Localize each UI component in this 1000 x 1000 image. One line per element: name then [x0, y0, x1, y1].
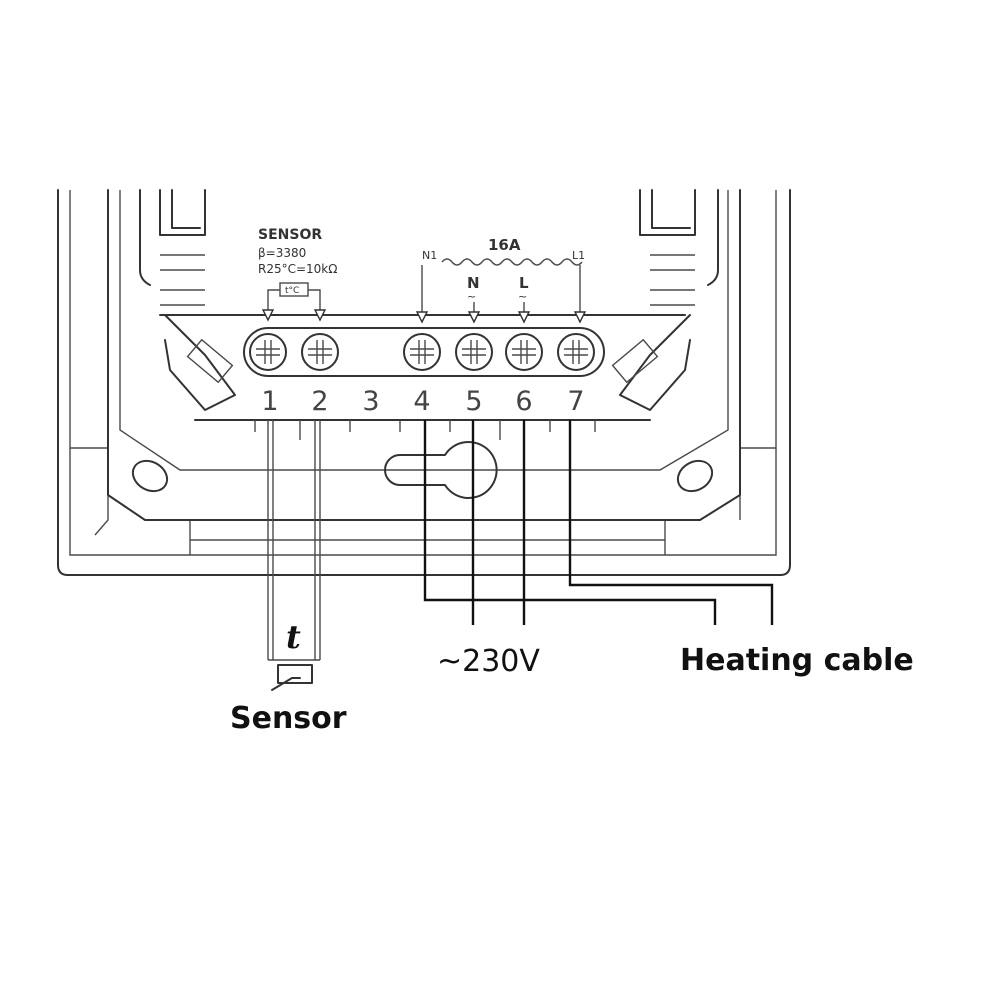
n1-label: N1	[422, 249, 437, 262]
wiring	[267, 420, 774, 691]
neutral-wire	[423, 420, 717, 625]
sensor-title: SENSOR	[258, 227, 322, 243]
terminal-number-2: 2	[311, 386, 328, 417]
n-label: N	[467, 274, 480, 292]
l1-arrow	[573, 311, 587, 324]
n-arrow	[467, 311, 481, 324]
terminal-number-3: 3	[362, 386, 379, 417]
sensor-resistor	[277, 664, 313, 684]
sensor-arrow-1	[261, 309, 275, 322]
terminal-screw	[557, 333, 595, 371]
sensor-beta: β=3380	[258, 246, 306, 260]
sensor-symbol: t	[286, 618, 301, 656]
terminal-number-4: 4	[413, 386, 430, 417]
mounting-hole-right	[676, 459, 714, 493]
sensor-resistance: R25°C=10kΩ	[258, 262, 337, 276]
mounting-hole-left	[131, 459, 169, 493]
current-rating: 16A	[488, 236, 521, 254]
terminal-number-7: 7	[567, 386, 584, 417]
right-latch	[611, 189, 719, 411]
terminal-block: 1 2 3 4 5 6 7	[159, 314, 686, 440]
svg-text:~: ~	[467, 290, 476, 303]
terminal-number-6: 6	[515, 386, 532, 417]
supply-info-block: N1 16A L1 N ~ L ~	[415, 236, 587, 324]
sensor-label: Sensor	[230, 701, 347, 736]
terminal-number-1: 1	[261, 386, 278, 417]
l-label: L	[519, 274, 529, 292]
svg-text:~: ~	[518, 290, 527, 303]
l1-label: L1	[572, 249, 585, 262]
keyhole-slot	[384, 441, 498, 499]
terminal-screw-strip	[243, 327, 605, 377]
terminal-screw	[301, 333, 339, 371]
left-latch	[139, 189, 236, 411]
terminal-number-5: 5	[465, 386, 482, 417]
inner-plate	[107, 189, 741, 521]
terminal-screw	[505, 333, 543, 371]
sensor-info-block: SENSOR β=3380 R25°C=10kΩ t°C	[258, 227, 337, 322]
terminal-screw	[403, 333, 441, 371]
sensor-temp-symbol: t°C	[285, 286, 299, 296]
l-arrow	[517, 311, 531, 324]
terminal-screw	[249, 333, 287, 371]
heating-cable-label: Heating cable	[680, 643, 914, 678]
n1-arrow	[415, 311, 429, 324]
sensor-arrow-2	[313, 309, 327, 322]
heating-wire	[568, 420, 774, 625]
voltage-label: ~230V	[437, 644, 540, 679]
terminal-screw	[455, 333, 493, 371]
